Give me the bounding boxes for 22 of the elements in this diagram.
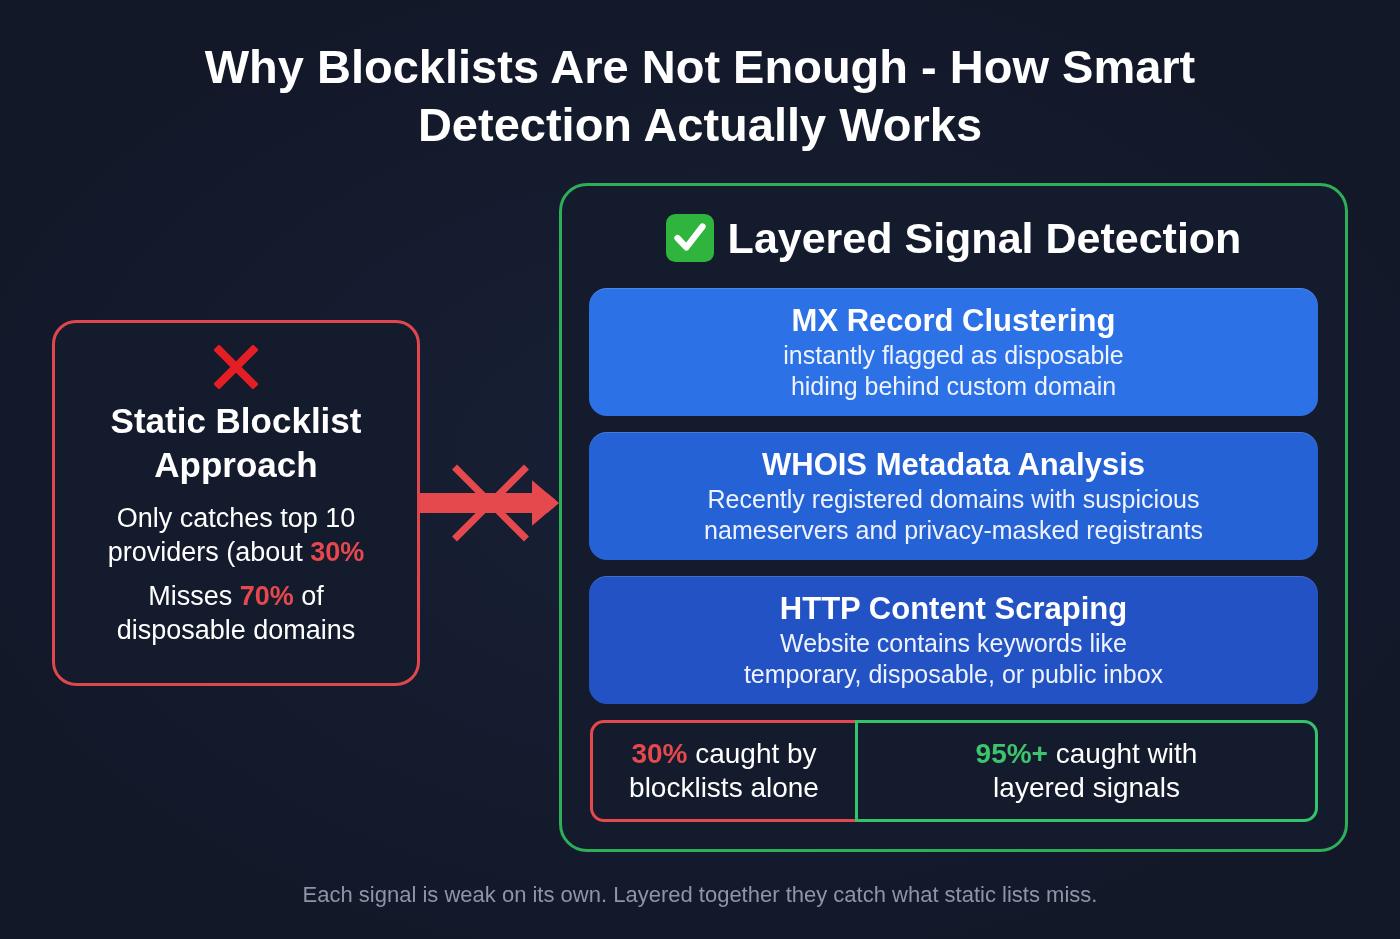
blocked-arrow — [420, 480, 559, 526]
approach-panel — [52, 320, 420, 686]
card-title: WHOIS Metadata Analysis — [762, 446, 1145, 484]
card-title: MX Record Clustering — [791, 302, 1116, 340]
signal-card — [589, 432, 1318, 560]
stat-text: 95%+ caught with layered signals — [974, 737, 1199, 805]
signal-card — [589, 288, 1318, 416]
panel-text: Misses 70% of disposable domains — [115, 580, 357, 647]
panel-text: Only catches top 10 providers (about 30% — [106, 502, 366, 569]
card-description: Website contains keywords like temporary, disposable, or public inbox — [742, 628, 1165, 690]
signal-card — [589, 576, 1318, 704]
panel-heading: Static Blocklist Approach — [109, 400, 363, 486]
card-description: instantly flagged as disposable hiding behind custom domain — [782, 340, 1125, 402]
stat-box — [590, 720, 855, 822]
card-description: Recently registered domains with suspicious nameservers and privacy-masked registrants — [703, 484, 1204, 546]
detection-panel — [559, 183, 1348, 852]
stat-box — [855, 720, 1318, 822]
title: Why Blocklists Are Not Enough - How Smart Detection Actually Works — [203, 39, 1197, 153]
stat-text: 30% caught by blocklists alone — [628, 737, 820, 805]
caption: Each signal is weak on its own. Layered together they catch what static lists miss. — [301, 881, 1099, 909]
card-title: HTTP Content Scraping — [779, 590, 1128, 628]
panel-heading: Layered Signal Detection — [727, 213, 1242, 264]
